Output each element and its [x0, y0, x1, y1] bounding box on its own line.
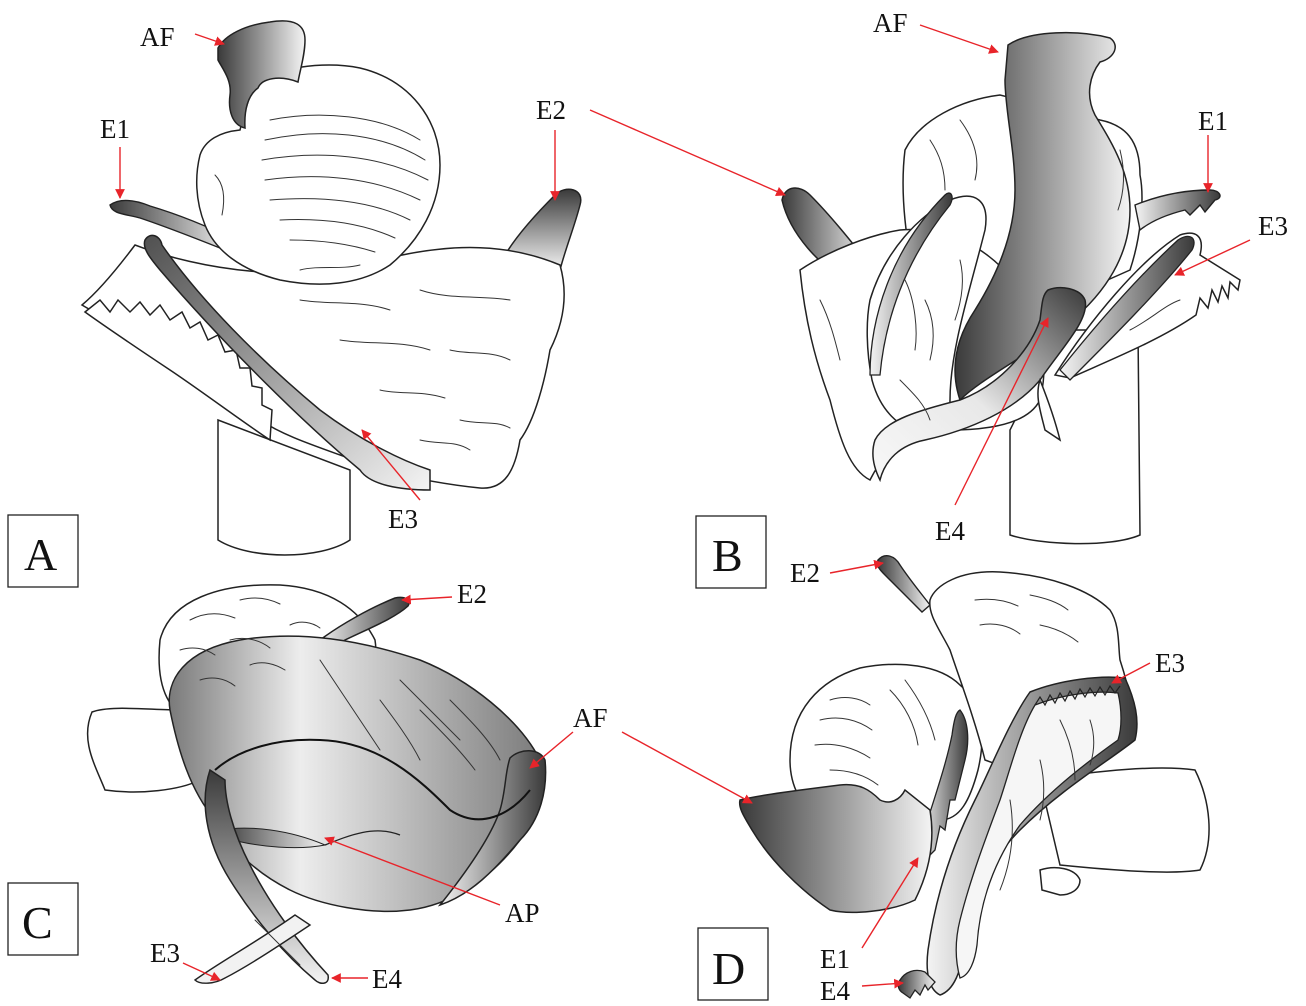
panel-b-label: B	[712, 530, 743, 581]
panel-d-e2-arrow	[830, 563, 883, 573]
panel-d-bump	[1040, 868, 1080, 895]
panel-d-e4-label: E4	[820, 976, 850, 1006]
panel-d-e3-label: E3	[1155, 648, 1185, 678]
panel-d-e4-arrow	[862, 983, 903, 986]
panel-c-e3-label: E3	[150, 938, 180, 968]
panel-b-af-label: AF	[873, 8, 908, 38]
panel-c-e2-label: E2	[457, 579, 487, 609]
panel-c-e4-label: E4	[372, 964, 402, 994]
panel-b-e4-label: E4	[935, 516, 965, 546]
panel-a-af-label: AF	[140, 22, 175, 52]
panel-d-label: D	[712, 943, 745, 994]
panel-a-e3-label: E3	[388, 504, 418, 534]
panel-b-e1-label: E1	[1198, 106, 1228, 136]
panel-c-af-arrow	[530, 732, 573, 768]
panel-d-af-cup	[740, 785, 932, 913]
panel-a-label: A	[24, 529, 57, 580]
panel-a-e2-label: E2	[536, 95, 566, 125]
panel-a-e1-label: E1	[100, 114, 130, 144]
panel-a: AF E1 E2 E3 A	[8, 21, 581, 587]
panel-b: AF E1 E3 E4 B	[590, 8, 1288, 588]
panel-d-e1-label: E1	[820, 944, 850, 974]
panel-c: E2 AF AP E3 E4 C	[8, 579, 608, 994]
panel-a-af-arrow	[195, 34, 224, 44]
panel-b-e2-arrow	[590, 110, 785, 195]
panel-c-e2-arrow	[402, 597, 452, 600]
panel-c-af-label: AF	[573, 703, 608, 733]
panel-b-e3-label: E3	[1258, 211, 1288, 241]
panel-d-af-arrow	[622, 732, 752, 803]
panel-d-e2-process	[877, 556, 930, 612]
panel-c-ap-label: AP	[505, 898, 540, 928]
panel-d: E2 E3 E1 E4 D	[622, 556, 1209, 1006]
panel-b-e1-process	[1135, 190, 1220, 230]
panel-b-af-arrow	[920, 25, 998, 52]
panel-d-e2-label: E2	[790, 558, 820, 588]
panel-c-label: C	[22, 897, 53, 948]
